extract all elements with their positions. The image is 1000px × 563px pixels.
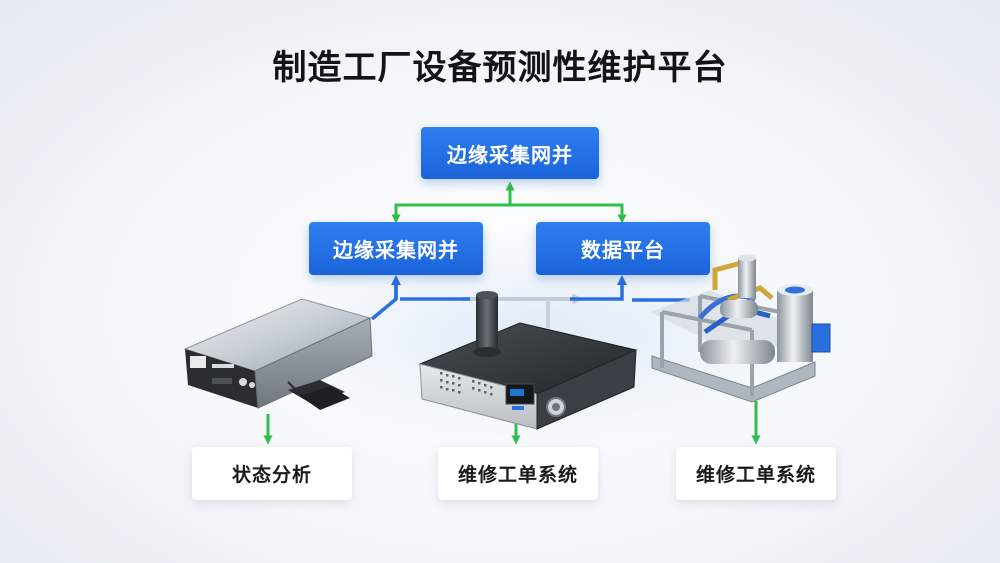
node-data-platform[interactable]: 数据平台	[536, 222, 710, 275]
node-edge-gateway-top[interactable]: 边缘采集网并	[421, 127, 599, 179]
node-maintenance-order-center[interactable]: 维修工单系统	[438, 447, 598, 500]
industrial-pump-skid	[650, 254, 831, 403]
node-edge-gateway-left[interactable]: 边缘采集网并	[309, 222, 483, 275]
node-maintenance-order-right[interactable]: 维修工单系统	[676, 447, 836, 500]
sensor-instrument-device	[418, 291, 638, 430]
top-tree-connectors	[391, 181, 627, 224]
page-title: 制造工厂设备预测性维护平台	[272, 48, 728, 88]
node-status-analysis[interactable]: 状态分析	[192, 447, 352, 500]
edge-gateway-device	[183, 298, 373, 410]
blue-data-lines	[370, 275, 690, 321]
